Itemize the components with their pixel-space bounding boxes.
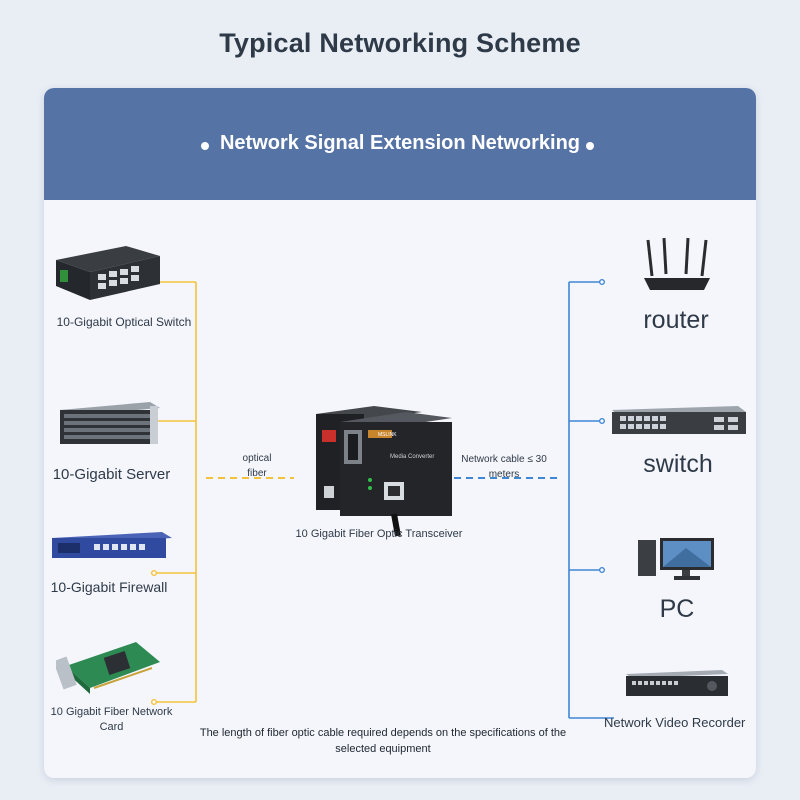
router-icon: [644, 237, 710, 290]
device-label-switch: switch: [643, 450, 713, 478]
device-label-router: router: [643, 306, 709, 334]
firewall-icon: [52, 532, 172, 558]
footnote: The length of fiber optic cable required…: [199, 727, 567, 755]
network-card-icon: [56, 642, 160, 694]
scheme-card: Network Signal Extension Networking: [44, 88, 756, 778]
bullet-dot-icon: [201, 142, 209, 150]
device-label-nvr: Network Video Recorder: [604, 715, 746, 730]
pc-icon: [638, 538, 714, 580]
cable-label: Network cable ≤ 30 meters: [461, 454, 547, 480]
server-icon: [60, 402, 160, 444]
device-label-optical-switch: 10-Gigabit Optical Switch: [56, 315, 192, 329]
device-label-firewall: 10-Gigabit Firewall: [50, 579, 168, 595]
optical-switch-icon: [56, 246, 160, 300]
model-text: Media Converter: [390, 454, 434, 460]
fiber-label: optical fiber: [242, 453, 272, 479]
bullet-dot-icon: [586, 142, 594, 150]
device-label-network-card: 10 Gigabit Fiber Network Card: [50, 706, 173, 733]
device-label-server: 10-Gigabit Server: [52, 466, 171, 483]
switch-icon: [612, 406, 746, 434]
page-title: Typical Networking Scheme: [219, 28, 581, 58]
banner-title: Network Signal Extension Networking: [219, 132, 581, 154]
brand-text: MSLINK: [378, 432, 397, 438]
cable-bus: [568, 281, 614, 719]
center-device-label: 10 Gigabit Fiber Optic Transceiver: [295, 528, 463, 540]
fiber-bus: [154, 281, 197, 703]
banner: Network Signal Extension Networking: [44, 88, 756, 200]
nvr-icon: [626, 670, 728, 696]
device-label-pc: PC: [659, 595, 695, 623]
transceiver-icon: MSLINK Media Converter: [316, 406, 452, 536]
